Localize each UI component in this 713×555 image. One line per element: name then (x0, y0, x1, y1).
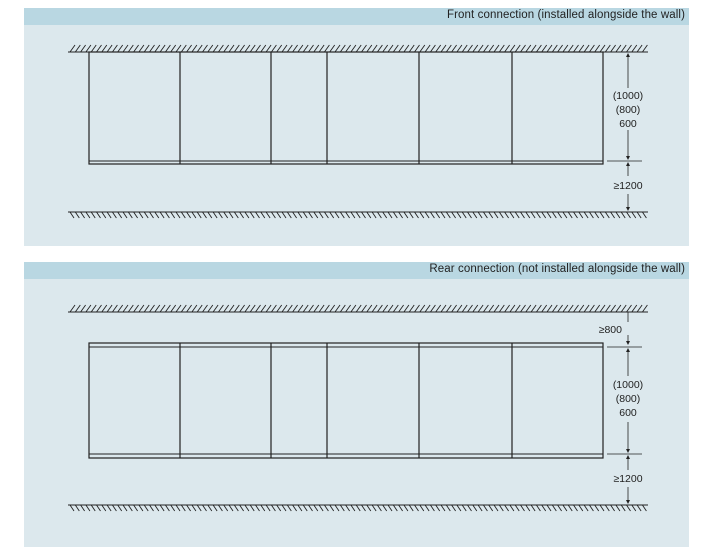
depth-label-800: (800) (616, 393, 641, 405)
bottom-wall-hatching (69, 504, 647, 512)
front-title: Front connection (installed alongside th… (446, 9, 685, 21)
bottom-wall (68, 211, 648, 219)
top-wall (68, 304, 648, 313)
aisle-label: ≥1200 (613, 473, 642, 485)
front-title-bar: Front connection (installed alongside th… (24, 8, 689, 25)
cabinet-row (88, 51, 604, 165)
depth-label-600: 600 (619, 118, 637, 130)
front-diagram: (1000) (800) 600 ≥1200 (68, 44, 648, 219)
depth-label-1000: (1000) (613, 379, 643, 391)
top-wall-hatching (69, 304, 648, 313)
rear-connection-panel: Rear connection (not installed alongside… (24, 262, 689, 547)
front-connection-panel: Front connection (installed alongside th… (24, 8, 689, 246)
rear-diagram: ≥800 (1000) (800) 600 ≥1200 (68, 304, 648, 512)
aisle-label: ≥1200 (613, 180, 642, 192)
depth-label-800: (800) (616, 104, 641, 116)
top-wall (68, 44, 648, 53)
rear-title: Rear connection (not installed alongside… (429, 263, 685, 275)
cabinet-row (88, 342, 604, 459)
clearance-label: ≥800 (599, 324, 622, 336)
rear-title-bar: Rear connection (not installed alongside… (24, 262, 689, 279)
top-wall-hatching (69, 44, 648, 53)
wall-clearance-dimension: ≥800 (599, 312, 630, 345)
aisle-width-dimension: ≥1200 (613, 162, 643, 211)
bottom-wall (68, 504, 648, 512)
cabinet-depth-dimension: (1000) (800) 600 (607, 346, 643, 455)
cabinet-depth-dimension: (1000) (800) 600 (607, 51, 643, 162)
depth-label-600: 600 (619, 407, 637, 419)
depth-label-1000: (1000) (613, 90, 643, 102)
aisle-width-dimension: ≥1200 (613, 455, 643, 504)
bottom-wall-hatching (69, 211, 647, 219)
